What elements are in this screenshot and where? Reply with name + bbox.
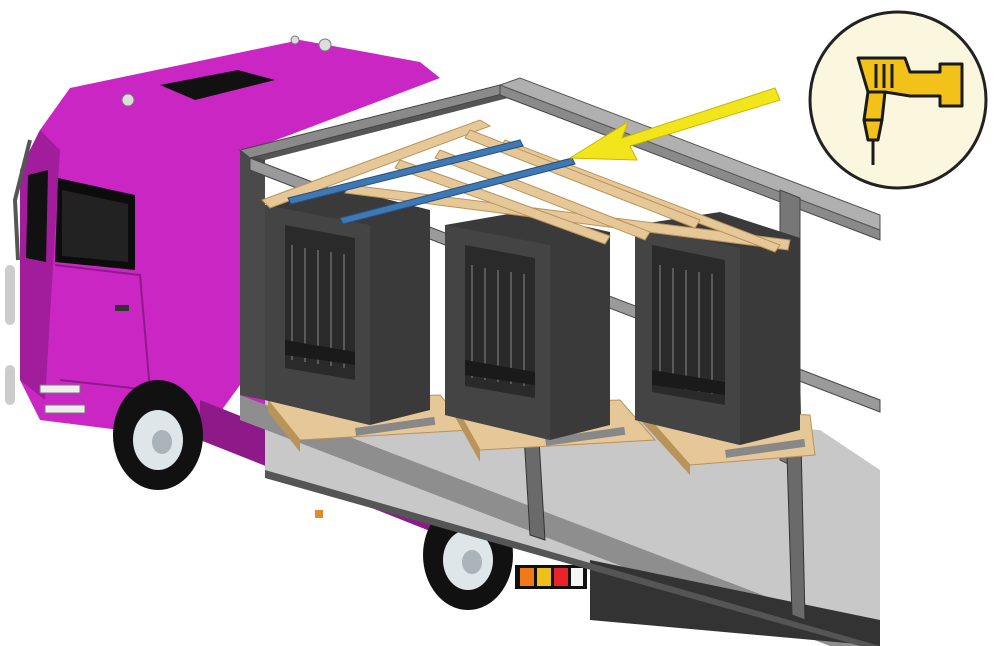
cabinet-1 xyxy=(265,190,430,425)
drill-badge xyxy=(810,12,986,188)
cab-front-window xyxy=(26,170,48,262)
front-wheel xyxy=(113,380,203,490)
rear-lights xyxy=(515,565,587,589)
cabinet-2 xyxy=(445,212,610,440)
